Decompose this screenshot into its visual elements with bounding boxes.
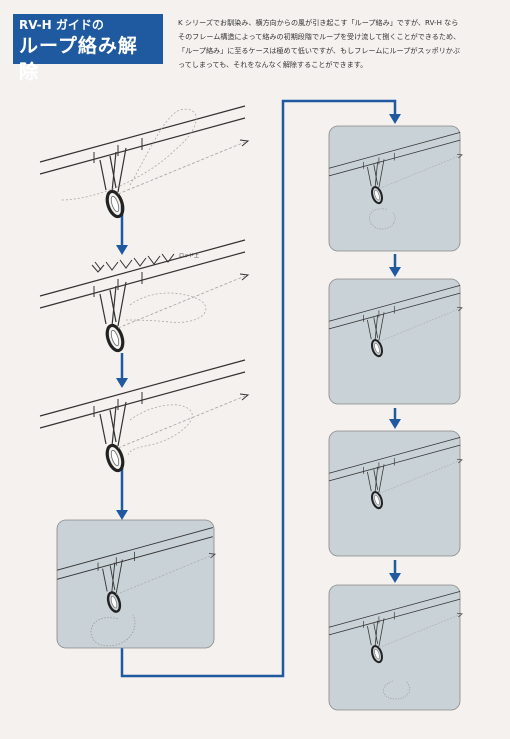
description-line: ってしまっても、それをなんなく解除することができます。 <box>178 60 368 69</box>
step-3-guide <box>38 358 250 475</box>
step-7-panel <box>327 430 464 557</box>
rod-up-label: ロッド上 <box>179 252 199 259</box>
step-2-guide <box>38 238 250 355</box>
step-4-panel <box>55 519 217 649</box>
step-5-panel <box>327 125 464 252</box>
title-subheading: RV-H ガイドの <box>19 18 104 32</box>
description-line: 「ループ絡み」に至るケースは極めて低いですが、もしフレームにループがスッポリかぶ <box>178 46 460 55</box>
down-arrow-icon <box>116 114 401 583</box>
wind-arrow-icon <box>91 253 175 273</box>
step-8-panel <box>327 584 464 711</box>
page-title: ループ絡み解除 <box>19 35 138 83</box>
step-6-panel <box>327 278 464 405</box>
step-1-guide <box>38 104 250 221</box>
title-block: RV-H ガイドの ループ絡み解除 <box>13 14 163 83</box>
description: K シリーズでお馴染み、横方向からの風が引き起こす「ループ絡み」ですが、RV-H… <box>178 16 496 72</box>
description-line: そのフレーム構造によって絡みの初期段階でループを受け流して捌くことができるため、 <box>178 32 461 41</box>
description-line: K シリーズでお馴染み、横方向からの風が引き起こす「ループ絡み」ですが、RV-H… <box>178 18 459 27</box>
